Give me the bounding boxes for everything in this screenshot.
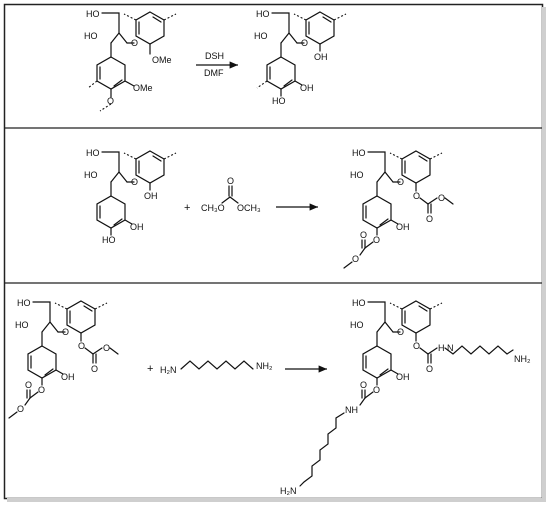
r2-reactant-oh-ring: OH xyxy=(144,191,158,201)
r3-reactant-o-carb-top: O xyxy=(91,364,98,374)
r1-reactant-ho: HO xyxy=(86,9,100,19)
reaction-2: HO HO O OH HO OH + CH₃O O OCH₃ xyxy=(84,148,454,269)
r3-reactant-ho: HO xyxy=(17,298,31,308)
r3-product-oh: OH xyxy=(396,372,410,382)
r2-plus: + xyxy=(184,202,190,214)
r3-reagent-hexamethylenediamine: H₂N NH₂ xyxy=(160,360,273,375)
r2-product-o-carb-end: O xyxy=(438,193,445,203)
r3-reagent-right: NH₂ xyxy=(256,361,273,371)
r1-reactant-ether-o: O xyxy=(131,38,138,48)
r1-product-oh-lower-a: HO xyxy=(272,96,286,106)
r1-reactant-oh-alpha: HO xyxy=(84,31,98,41)
r3-reactant-o-lower: O xyxy=(38,385,45,395)
r2-reagent-right: OCH₃ xyxy=(237,203,261,213)
scheme-border xyxy=(3,3,544,500)
r1-reactant: HO HO O OMe OMe O xyxy=(84,9,177,112)
r3-product-ho: HO xyxy=(352,298,366,308)
r1-product-ether-o: O xyxy=(301,38,308,48)
r1-product-oh-alpha: HO xyxy=(254,31,268,41)
r2-product-o-lower-end: O xyxy=(352,254,359,264)
r3-reactant-o-ring: O xyxy=(78,341,85,351)
reaction-3: HO HO O O O O OH O O O + H₂N NH₂ xyxy=(8,298,531,496)
r2-reactant-ho: HO xyxy=(86,148,100,158)
r1-product-oh-lower-b: OH xyxy=(300,83,314,93)
r3-product-nh-lower: NH xyxy=(345,405,358,415)
r2-reagent-left: CH₃O xyxy=(201,203,225,213)
r3-product-nh2-lower: H₂N xyxy=(280,486,297,496)
r3-product-nh2-upper: NH₂ xyxy=(514,354,531,364)
r3-reactant-oh-alpha: HO xyxy=(15,320,29,330)
r2-reagent-o-top: O xyxy=(227,176,234,186)
r3-product-o-carb-top: O xyxy=(426,364,433,374)
r3-plus: + xyxy=(147,363,153,375)
r1-reagent-bottom: DMF xyxy=(204,68,224,78)
r2-reactant: HO HO O OH HO OH xyxy=(84,148,177,245)
r2-product: HO HO O O O O OH O O O xyxy=(343,148,454,269)
r3-reactant-o-lower-end: O xyxy=(17,404,24,414)
r3-reactant-oh: OH xyxy=(61,372,75,382)
r2-reactant-oh-lower-b: OH xyxy=(130,222,144,232)
r2-product-o-carb-top: O xyxy=(426,214,433,224)
r2-reactant-oh-alpha: HO xyxy=(84,170,98,180)
reaction-1: HO HO O OMe OMe O DSH DMF xyxy=(84,9,347,112)
r3-product-o-ring: O xyxy=(413,341,420,351)
r2-product-oh-alpha: HO xyxy=(350,170,364,180)
r3-reactant-o-lower-carb: O xyxy=(25,380,32,390)
r1-product: HO HO O OH HO OH xyxy=(254,9,347,106)
r3-product-o-lower: O xyxy=(373,385,380,395)
r2-product-o-ring: O xyxy=(413,191,420,201)
r1-product-ho: HO xyxy=(256,9,270,19)
r3-product-ether-o: O xyxy=(397,327,404,337)
r3-product-o-lower-carb: O xyxy=(360,380,367,390)
r3-reactant: HO HO O O O O OH O O O xyxy=(8,298,119,419)
r1-product-oh-ring: OH xyxy=(314,52,328,62)
r3-product-oh-alpha: HO xyxy=(350,320,364,330)
r2-product-oh: OH xyxy=(396,222,410,232)
r2-reactant-oh-lower-a: HO xyxy=(102,235,116,245)
r2-reagent-dimethyl-carbonate: CH₃O O OCH₃ xyxy=(201,176,261,213)
r3-reagent-left: H₂N xyxy=(160,365,177,375)
r1-reagent-top: DSH xyxy=(205,51,224,61)
r1-reactant-o-bottom: O xyxy=(107,96,114,106)
r3-reactant-o-carb-end: O xyxy=(103,343,110,353)
r3-product: HO HO O O O H N NH₂ OH O O NH H₂N xyxy=(280,298,531,496)
r1-reactant-ome-ring: OMe xyxy=(152,55,172,65)
r3-reactant-ether-o: O xyxy=(62,327,69,337)
r3-product-nh-upper: H N xyxy=(438,343,454,353)
r2-reactant-ether-o: O xyxy=(131,177,138,187)
r2-product-o-lower: O xyxy=(373,235,380,245)
r2-product-o-lower-carb: O xyxy=(360,230,367,240)
r1-reactant-ome-lower: OMe xyxy=(133,83,153,93)
r2-product-ether-o: O xyxy=(397,177,404,187)
r2-product-ho: HO xyxy=(352,148,366,158)
